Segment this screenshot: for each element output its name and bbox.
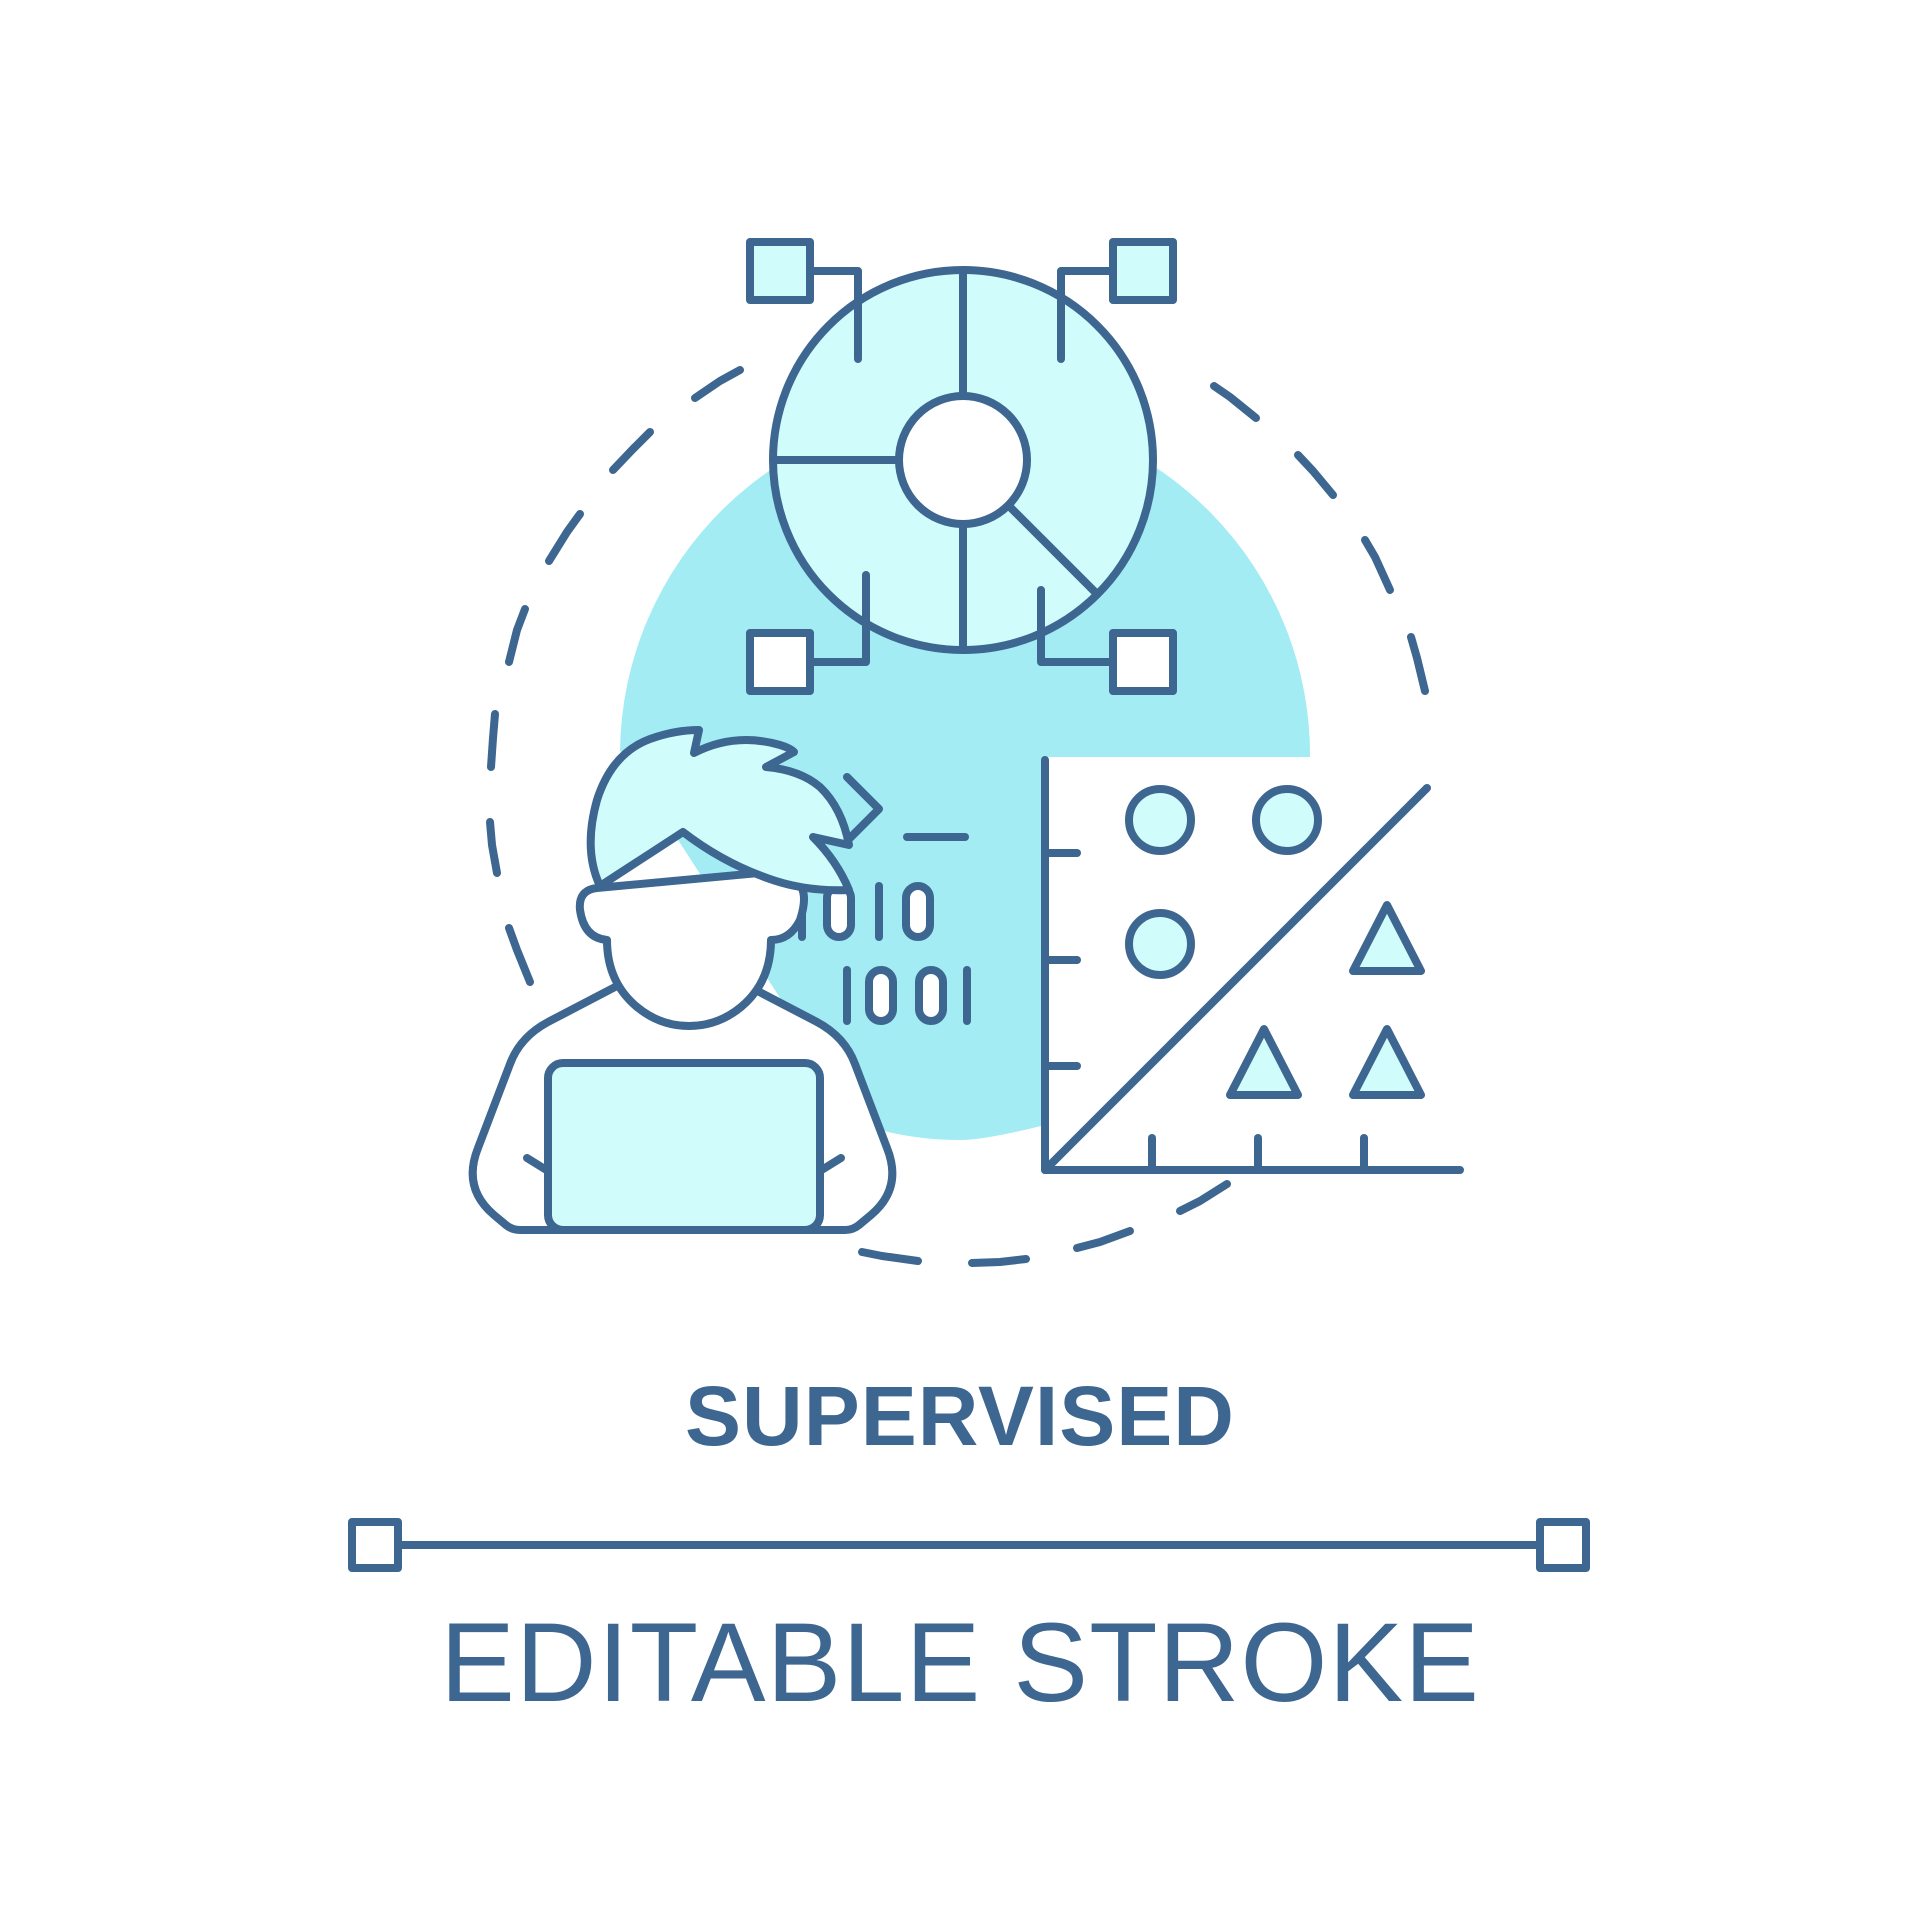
- accent-blob: [620, 409, 1311, 1140]
- binary-digits: [798, 882, 971, 1025]
- terminal-prompt-icon: [843, 773, 969, 845]
- person-with-laptop-icon: [468, 726, 897, 1234]
- dashed-orbit: [486, 366, 1429, 1267]
- editable-stroke-label: EDITABLE STROKE: [440, 1600, 1480, 1725]
- scatter-plot-icon: [1041, 756, 1464, 1174]
- pie-chart-icon: [746, 238, 1177, 695]
- editable-stroke-line-icon: [348, 1518, 1590, 1572]
- concept-title: SUPERVISED: [685, 1369, 1235, 1463]
